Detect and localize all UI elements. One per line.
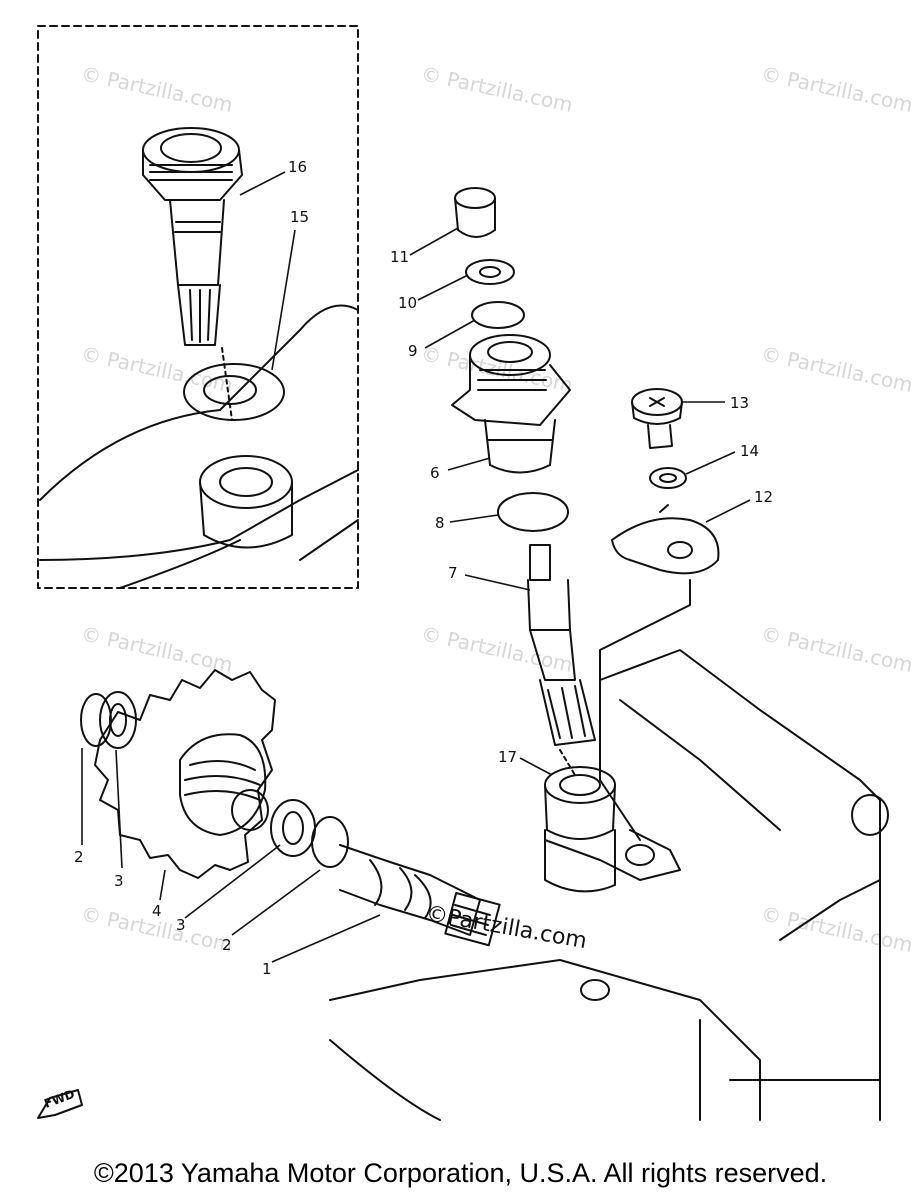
part-9-oring (471, 301, 525, 329)
inset-boss (199, 455, 293, 549)
watermark: © Partzilla.com (759, 621, 915, 677)
part-14-washer (649, 467, 687, 489)
callout-7: 7 (448, 564, 458, 582)
callout-15: 15 (290, 208, 309, 226)
callout-12: 12 (754, 488, 773, 506)
callout-leaders (81, 171, 751, 963)
part-10-washer (465, 259, 515, 285)
part-7-driven-shaft (527, 544, 596, 746)
watermark: © Partzilla.com (79, 61, 235, 117)
part-2-circlip-right (311, 816, 349, 868)
callout-9: 9 (408, 342, 418, 360)
part-8-oring (497, 492, 569, 532)
part-13-bolt (631, 388, 683, 449)
watermark: © Partzilla.com (759, 901, 915, 957)
part-6-housing (451, 334, 571, 474)
part-2-circlip-left (80, 693, 112, 747)
watermark: © Partzilla.com (759, 341, 915, 397)
inset-frame (37, 25, 359, 589)
fwd-label: FWD (42, 1087, 76, 1111)
center-watermark: ©Partzilla.com (424, 901, 589, 954)
main-housing (329, 649, 889, 1121)
callout-13: 13 (730, 394, 749, 412)
part-3-washer-left (99, 691, 137, 749)
callout-6: 6 (430, 464, 440, 482)
part-4-gear (94, 669, 276, 879)
callout-10: 10 (398, 294, 417, 312)
callout-3-right: 3 (176, 916, 186, 934)
watermark: © Partzilla.com (759, 61, 915, 117)
callout-8: 8 (435, 514, 445, 532)
part-17-bushing (544, 766, 616, 893)
callout-2-right: 2 (222, 936, 232, 954)
watermark: © Partzilla.com (79, 621, 235, 677)
leader (599, 579, 691, 841)
watermark: © Partzilla.com (419, 61, 575, 117)
watermarks: © Partzilla.com © Partzilla.com © Partzi… (79, 61, 915, 957)
part-16-bushing (142, 127, 243, 346)
copyright-text: ©2013 Yamaha Motor Corporation, U.S.A. A… (93, 1158, 828, 1188)
callout-2-left: 2 (74, 848, 84, 866)
callout-17: 17 (498, 748, 517, 766)
watermark: © Partzilla.com (79, 341, 235, 397)
callout-16: 16 (288, 158, 307, 176)
part-12-plate (611, 504, 720, 575)
callout-1: 1 (262, 960, 272, 978)
part-11-cap (454, 187, 496, 238)
callout-4: 4 (152, 902, 162, 920)
fwd-arrow-icon (37, 1089, 83, 1119)
callout-11: 11 (390, 248, 409, 266)
part-1-drive-shaft (339, 844, 501, 947)
leader (221, 347, 233, 421)
callouts: 16 15 11 10 9 6 8 7 13 14 12 17 2 3 4 3 … (74, 158, 773, 978)
callout-14: 14 (740, 442, 759, 460)
callout-3-left: 3 (114, 872, 124, 890)
